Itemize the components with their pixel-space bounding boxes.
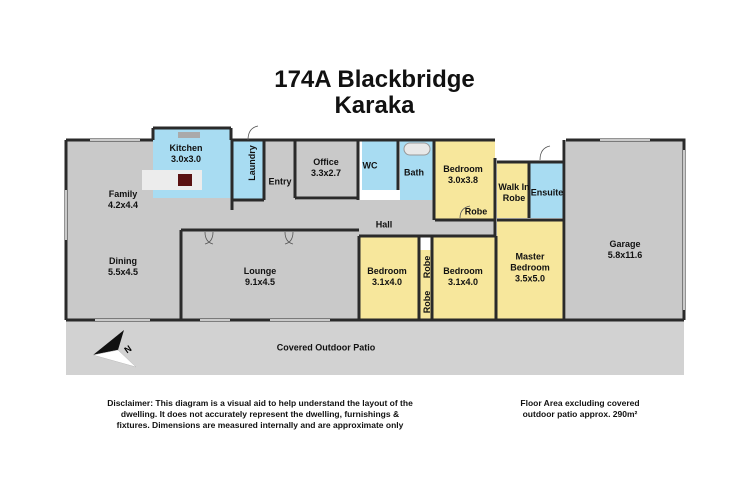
ensuite-label: Ensuite xyxy=(530,187,564,198)
walk-in-robe-area xyxy=(497,162,529,218)
bath-label: Bath xyxy=(404,167,424,178)
disclaimer: Disclaimer: This diagram is a visual aid… xyxy=(107,398,413,430)
svg-text:N: N xyxy=(122,343,133,355)
bedroom1-area xyxy=(435,140,495,220)
robe1-label: Robe xyxy=(464,206,488,217)
patio-label: Covered Outdoor Patio xyxy=(276,342,376,353)
garage-area xyxy=(566,140,684,320)
floor-area-note: Floor Area excluding covered outdoor pat… xyxy=(520,398,640,419)
laundry-label: Laundry xyxy=(247,145,257,181)
master-bedroom-area xyxy=(497,220,564,320)
wc-area xyxy=(362,140,398,190)
hall-label: Hall xyxy=(375,219,393,230)
bedroom2-area xyxy=(360,237,418,320)
lounge-area xyxy=(181,230,359,320)
laundry-area xyxy=(232,140,264,200)
north-arrow-icon: N xyxy=(92,330,137,368)
entry-area xyxy=(264,150,296,200)
address-title-line2: Karaka xyxy=(334,92,415,119)
patio-area xyxy=(66,320,684,375)
address-title-line1: 174A Blackbridge xyxy=(274,66,475,93)
wc-label: WC xyxy=(362,160,378,171)
entry-label: Entry xyxy=(268,176,292,187)
bedroom3-area xyxy=(432,237,495,320)
robe3-label: Robe xyxy=(422,290,432,314)
robe2-label: Robe xyxy=(422,255,432,279)
ensuite-area xyxy=(530,162,563,218)
office-area xyxy=(295,140,358,198)
